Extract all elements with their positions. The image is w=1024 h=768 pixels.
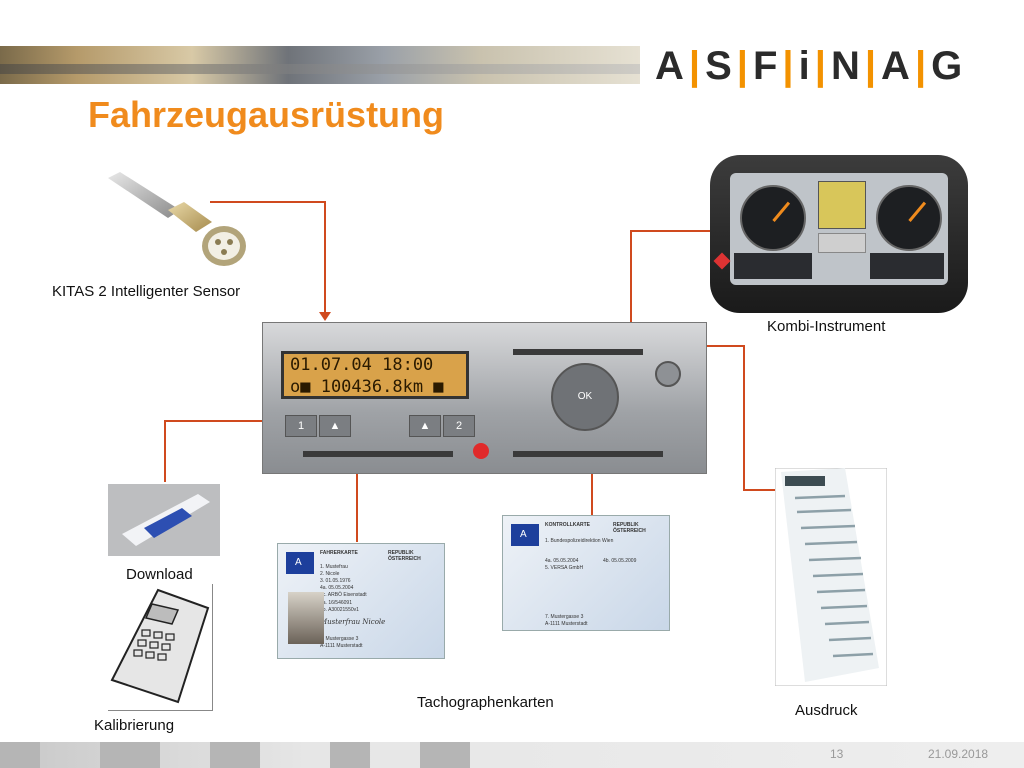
ok-navigation-pad[interactable]: OK [551, 363, 619, 431]
control-card-image: KONTROLLKARTE REPUBLIK ÖSTERREICH 1. Bun… [502, 515, 670, 631]
calibration-device-image [108, 584, 213, 711]
connector-sensor-vertical [324, 201, 326, 319]
driver-photo [288, 592, 324, 644]
kombi-display-lower [818, 233, 866, 253]
tachograph-display: 01.07.04 18:00 o■ 100436.8km ■ [281, 351, 469, 399]
page-number: 13 [830, 747, 844, 761]
card-slot-2 [513, 451, 663, 457]
connector-printout-vertical [743, 345, 745, 491]
connector-printout-horizontal [743, 489, 775, 491]
driver-card-image: FAHRERKARTE REPUBLIK ÖSTERREICH 1. Muste… [277, 543, 445, 659]
footer-date: 21.09.2018 [928, 747, 989, 761]
sensor-image [108, 172, 246, 266]
printout-label: Ausdruck [795, 702, 858, 719]
connector-driver-card [356, 446, 358, 542]
connector-download-vertical [164, 420, 166, 482]
kombi-display [818, 181, 866, 229]
kombi-label: Kombi-Instrument [767, 318, 886, 335]
tachograph-device: 01.07.04 18:00 o■ 100436.8km ■ 1 ▲ ▲ 2 O… [262, 322, 707, 474]
printer-slot [513, 349, 643, 355]
eu-flag-icon [286, 552, 314, 574]
kombi-instrument-image [710, 155, 968, 313]
printout-image [775, 468, 887, 686]
eject-2-button[interactable]: ▲ [409, 415, 441, 437]
connector-sensor [210, 201, 326, 203]
calibration-label: Kalibrierung [94, 717, 175, 734]
connector-download [164, 420, 284, 422]
download-label: Download [126, 566, 193, 583]
tachometer-gauge [876, 185, 942, 251]
connector-kombi [630, 230, 710, 232]
sensor-label: KITAS 2 Intelligenter Sensor [52, 283, 241, 300]
fuel-gauge-strip [734, 253, 812, 279]
connector-kombi-vertical [630, 230, 632, 322]
eu-flag-icon [511, 524, 539, 546]
page-title: Fahrzeugausrüstung [88, 94, 445, 135]
download-key-image [108, 484, 220, 556]
card-slot-1 [303, 451, 453, 457]
card-2-button[interactable]: 2 [443, 415, 475, 437]
status-led [473, 443, 489, 459]
cards-label: Tachographenkarten [417, 694, 554, 711]
eject-1-button[interactable]: ▲ [319, 415, 351, 437]
card-1-button[interactable]: 1 [285, 415, 317, 437]
header-banner-image [0, 46, 640, 84]
asfinag-logo: A|S|F|i|N|A|G [655, 44, 966, 88]
speedometer-gauge [740, 185, 806, 251]
temp-gauge-strip [870, 253, 944, 279]
printer-knob[interactable] [655, 361, 681, 387]
footer-bar [0, 742, 1024, 768]
connector-control-card [591, 455, 593, 517]
hazard-icon [713, 252, 731, 270]
arrow-head-icon [319, 312, 331, 321]
